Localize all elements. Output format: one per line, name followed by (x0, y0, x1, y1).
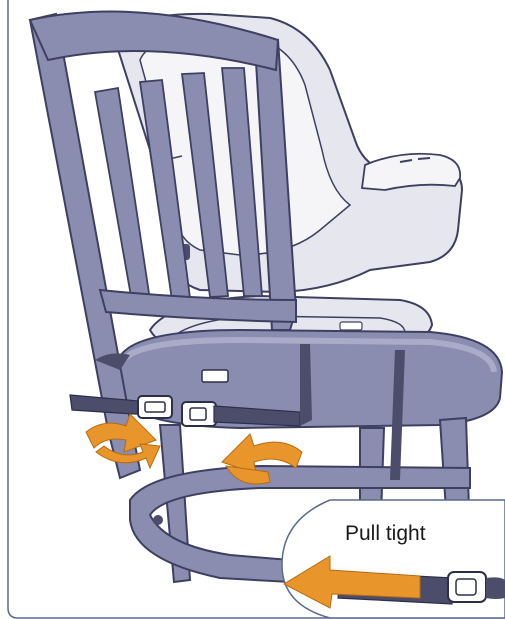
callout-label: Pull tight (345, 522, 426, 545)
pull-tight-callout: Pull tight (282, 500, 505, 618)
